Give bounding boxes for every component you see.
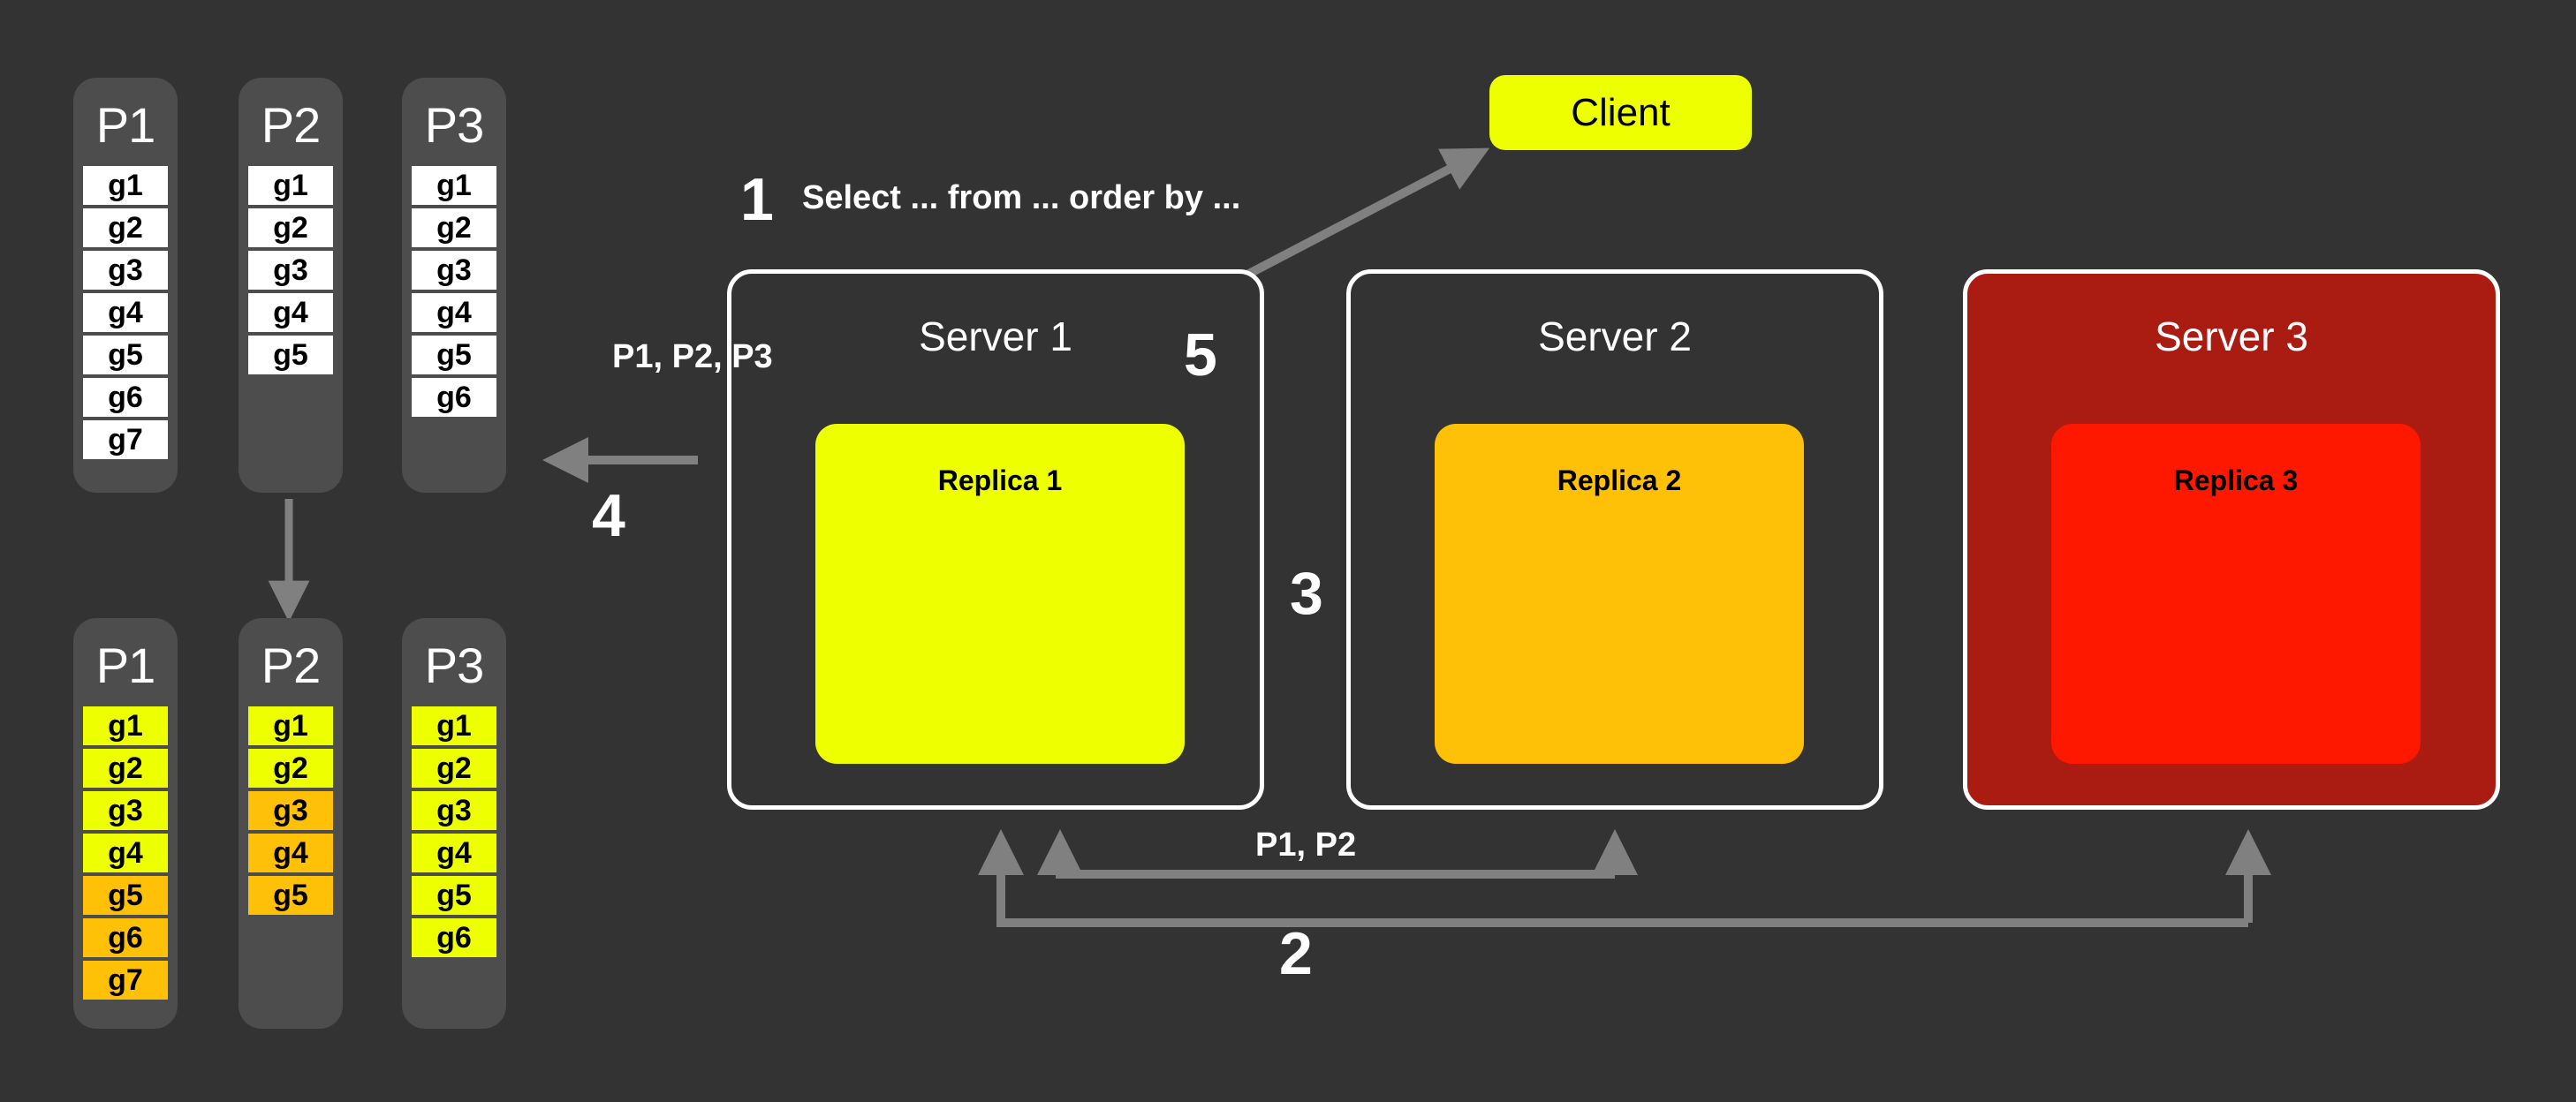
partition-cell: g2: [248, 749, 333, 788]
partition-cell: g5: [83, 876, 168, 915]
partition-cell: g2: [83, 208, 168, 247]
partition-cell: g3: [83, 791, 168, 830]
partition-cell: g2: [83, 749, 168, 788]
partition-title: P2: [261, 97, 321, 153]
server-box-2: Server 2 Replica 2: [1346, 269, 1883, 810]
partition-cell: g1: [83, 166, 168, 205]
partition-cell: g4: [412, 834, 496, 872]
partition-cell: g3: [83, 251, 168, 290]
partition-title: P1: [95, 638, 155, 693]
partition-cell: g4: [248, 834, 333, 872]
arrow-step2-server3-to-server1: [978, 828, 2272, 927]
query-label: Select ... from ... order by ...: [802, 179, 1241, 216]
partition-cell: g4: [412, 293, 496, 332]
partition-column-before-p1: P1 g1 g2 g3 g4 g5 g6 g7: [73, 78, 178, 493]
partition-cell: g5: [248, 336, 333, 374]
partition-column-after-p2: P2 g1 g2 g3 g4 g5: [239, 618, 343, 1029]
partition-column-before-p3: P3 g1 g2 g3 g4 g5 g6: [402, 78, 506, 493]
server-title: Server 2: [1538, 313, 1692, 359]
partition-cells: g1 g2 g3 g4 g5: [239, 166, 343, 374]
step-number-4: 4: [592, 482, 625, 549]
step-number-3: 3: [1290, 560, 1323, 627]
partition-title: P2: [261, 638, 321, 693]
client-label: Client: [1571, 90, 1671, 134]
partition-cell: g4: [83, 834, 168, 872]
server-box-1: Server 1 Replica 1: [727, 269, 1264, 810]
replica-box-3: Replica 3: [2051, 424, 2421, 764]
partition-cell: g5: [83, 336, 168, 374]
replica-label: Replica 3: [2173, 464, 2299, 496]
partition-cell: g1: [248, 166, 333, 205]
partition-cell: g5: [412, 336, 496, 374]
partition-cells: g1 g2 g3 g4 g5 g6 g7: [73, 706, 178, 1000]
partition-cell: g3: [248, 251, 333, 290]
partition-title: P1: [95, 97, 155, 153]
replica-box-2: Replica 2: [1435, 424, 1804, 764]
partition-column-before-p2: P2 g1 g2 g3 g4 g5: [239, 78, 343, 493]
replica-label: Replica 1: [937, 464, 1063, 496]
partition-column-after-p1: P1 g1 g2 g3 g4 g5 g6 g7: [73, 618, 178, 1029]
partition-cell: g5: [412, 876, 496, 915]
partition-title: P3: [424, 97, 484, 153]
partition-cell: g3: [412, 791, 496, 830]
partition-cell: g1: [83, 706, 168, 745]
partitions-all-label: P1, P2, P3: [612, 338, 773, 375]
partition-cells: g1 g2 g3 g4 g5 g6: [402, 166, 506, 417]
partition-cell: g1: [412, 166, 496, 205]
partition-cell: g4: [248, 293, 333, 332]
partition-cell: g3: [412, 251, 496, 290]
partition-cell: g6: [83, 378, 168, 417]
step-number-1: 1: [740, 166, 774, 233]
client-box[interactable]: Client: [1489, 75, 1752, 150]
partition-cell: g2: [248, 208, 333, 247]
partition-cell: g6: [412, 378, 496, 417]
partition-cell: g1: [412, 706, 496, 745]
partition-cells: g1 g2 g3 g4 g5 g6: [402, 706, 506, 957]
partition-title: P3: [424, 638, 484, 693]
partition-cell: g2: [412, 208, 496, 247]
partition-cell: g6: [83, 918, 168, 957]
server-title: Server 3: [2155, 313, 2308, 359]
partition-cell: g3: [248, 791, 333, 830]
partitions-moved-label: P1, P2: [1255, 826, 1357, 864]
server-title: Server 1: [919, 313, 1072, 359]
partition-cell: g7: [83, 961, 168, 1000]
partition-cell: g6: [412, 918, 496, 957]
partition-cell: g7: [83, 420, 168, 459]
partition-cell: g4: [83, 293, 168, 332]
step-number-2: 2: [1279, 920, 1313, 987]
partition-column-after-p3: P3 g1 g2 g3 g4 g5 g6: [402, 618, 506, 1029]
partition-cells: g1 g2 g3 g4 g5 g6 g7: [73, 166, 178, 459]
replica-box-1: Replica 1: [815, 424, 1185, 764]
server-box-3: Server 3 Replica 3: [1963, 269, 2500, 810]
step-number-5: 5: [1184, 321, 1217, 389]
partition-cell: g2: [412, 749, 496, 788]
partition-cell: g5: [248, 876, 333, 915]
partition-cell: g1: [248, 706, 333, 745]
replica-label: Replica 2: [1557, 464, 1682, 496]
partition-cells: g1 g2 g3 g4 g5: [239, 706, 343, 915]
